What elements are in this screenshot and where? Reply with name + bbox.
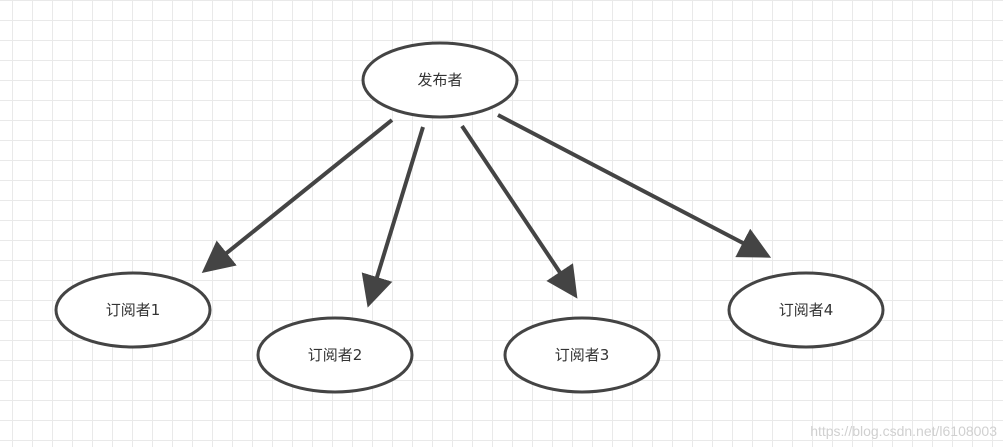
arrow-to-subscriber-3 xyxy=(460,124,578,299)
subscriber-label-3: 订阅者3 xyxy=(555,346,610,364)
subscriber-label-4: 订阅者4 xyxy=(779,301,834,319)
arrow-to-subscriber-1 xyxy=(201,118,394,274)
publisher-node[interactable]: 发布者 xyxy=(361,41,519,119)
arrow-to-subscriber-4 xyxy=(497,113,772,258)
subscriber-label-2: 订阅者2 xyxy=(308,346,363,364)
subscriber-node-3[interactable]: 订阅者3 xyxy=(503,316,661,394)
publisher-label: 发布者 xyxy=(417,71,462,89)
subscriber-node-2[interactable]: 订阅者2 xyxy=(256,316,414,394)
subscriber-node-4[interactable]: 订阅者4 xyxy=(727,271,885,349)
subscriber-node-1[interactable]: 订阅者1 xyxy=(54,271,212,349)
watermark-text: https://blog.csdn.net/l6108003 xyxy=(810,423,997,439)
subscriber-label-1: 订阅者1 xyxy=(106,301,161,319)
arrow-to-subscriber-2 xyxy=(361,126,425,308)
